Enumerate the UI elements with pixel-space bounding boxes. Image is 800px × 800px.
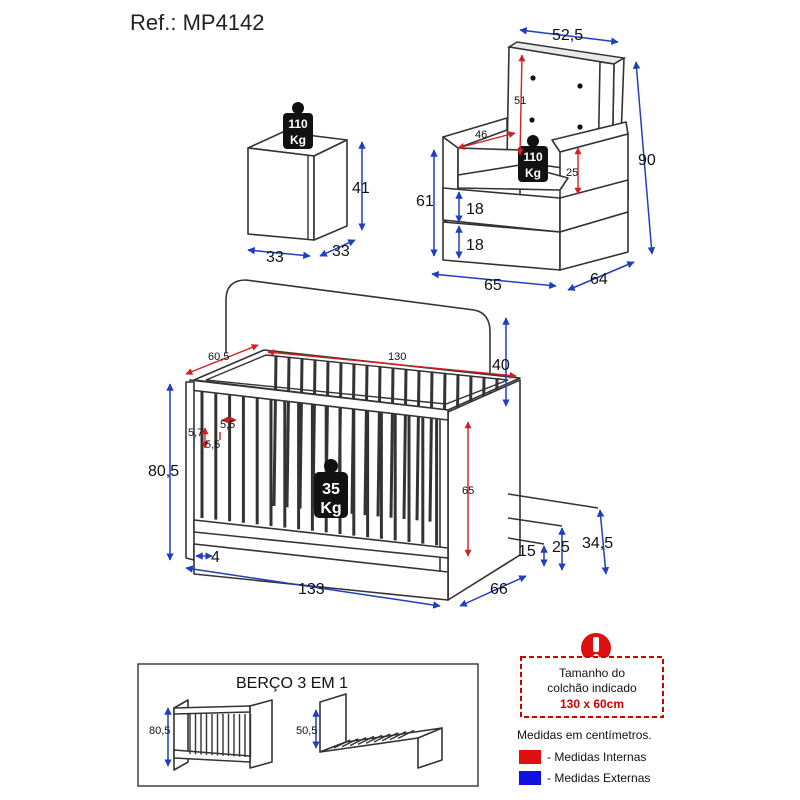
crib-back-slat <box>272 355 278 507</box>
crib-back-slat <box>389 367 395 518</box>
inset-bed-slat <box>357 735 375 746</box>
inset-bed-slat <box>341 738 359 748</box>
armchair-back-height-label: 51 <box>514 95 526 107</box>
armchair-arm-height-label: 25 <box>566 167 578 179</box>
armchair-top-width-label: 52,5 <box>552 27 583 44</box>
armchair-seat-width-label: 46 <box>475 129 487 141</box>
armchair-weight-value: 110 <box>523 150 543 164</box>
crib-weight-icon: 35 Kg <box>314 459 348 518</box>
armchair-weight-unit: Kg <box>525 166 541 180</box>
crib-level-3-label: 34,5 <box>582 535 613 552</box>
armchair-weight-icon: 110 Kg <box>518 135 548 182</box>
crib-inner-depth-label: 60,5 <box>208 351 229 363</box>
crib-slat-gap-c-label: 5,5 <box>205 439 220 451</box>
armchair-upper-cushion-label: 18 <box>466 201 484 218</box>
nightstand-drawing <box>247 131 348 241</box>
nightstand-height-label: 41 <box>352 180 370 197</box>
legend-external-swatch <box>519 771 541 785</box>
inset-bed-slat <box>373 733 391 743</box>
armchair-depth-label: 64 <box>590 271 608 288</box>
crib-back-slat <box>298 358 304 509</box>
inset-bed-slat <box>365 734 383 744</box>
inset-title: BERÇO 3 EM 1 <box>236 675 348 692</box>
inset-bed-drawing <box>319 693 443 769</box>
nightstand-width-label: 33 <box>266 249 284 266</box>
inset-bed-slat <box>349 736 367 747</box>
crib-inner-height-label: 65 <box>462 485 474 497</box>
reference-title: Ref.: MP4142 <box>130 10 265 35</box>
legend-external-label: - Medidas Externas <box>547 771 650 785</box>
crib-back-slat <box>415 370 421 521</box>
inset-crib-drawing <box>173 699 273 771</box>
crib-slat-gap-a-label: 5,7 <box>188 427 203 439</box>
armchair-height-label: 90 <box>638 152 656 169</box>
crib-length-label: 133 <box>298 581 325 598</box>
legend-internal-label: - Medidas Internas <box>547 750 646 764</box>
armchair-width-label: 65 <box>484 277 502 294</box>
inset-box <box>137 663 479 787</box>
crib-level-1-label: 15 <box>518 543 536 560</box>
inset-bed-slat <box>381 732 399 742</box>
crib-back-slat <box>376 366 382 517</box>
armchair-lower-cushion-label: 18 <box>466 237 484 254</box>
crib-inner-length-label: 130 <box>388 351 406 363</box>
inset-bed-height-label: 50,5 <box>296 725 317 737</box>
crib-base-offset-label: 4 <box>211 549 220 566</box>
legend-caption: Medidas em centímetros. <box>517 728 652 742</box>
mattress-note-box <box>520 656 664 718</box>
crib-back-slat <box>363 365 369 516</box>
armchair-seat-height-label: 61 <box>416 193 434 210</box>
mattress-note-size: 130 x 60cm <box>560 697 624 711</box>
crib-headboard-label: 40 <box>492 357 510 374</box>
inset-bed-slat <box>397 729 415 740</box>
crib-weight-unit: Kg <box>320 500 341 517</box>
nightstand-weight-value: 110 <box>288 117 308 131</box>
crib-height-label: 80,5 <box>148 463 179 480</box>
crib-level-2-label: 25 <box>552 539 570 556</box>
mattress-note-line1: Tamanho do <box>559 666 625 680</box>
mattress-note-line2: colchão indicado <box>547 681 637 695</box>
nightstand-weight-icon: 110 Kg <box>283 102 313 149</box>
inset-bed-slat <box>389 730 407 741</box>
crib-back-slat <box>402 368 408 520</box>
crib-weight-value: 35 <box>322 481 340 498</box>
crib-back-slat <box>285 357 291 508</box>
crib-drawing <box>185 279 521 601</box>
inset-crib-height-label: 80,5 <box>149 725 170 737</box>
armchair-drawing <box>442 41 629 271</box>
legend-internal-swatch <box>519 750 541 764</box>
crib-back-slat <box>428 371 434 522</box>
nightstand-depth-label: 33 <box>332 243 350 260</box>
inset-bed-slat <box>333 739 351 749</box>
nightstand-weight-unit: Kg <box>290 133 306 147</box>
crib-depth-label: 66 <box>490 581 508 598</box>
crib-slat-gap-b-label: 5,5 <box>220 419 235 431</box>
